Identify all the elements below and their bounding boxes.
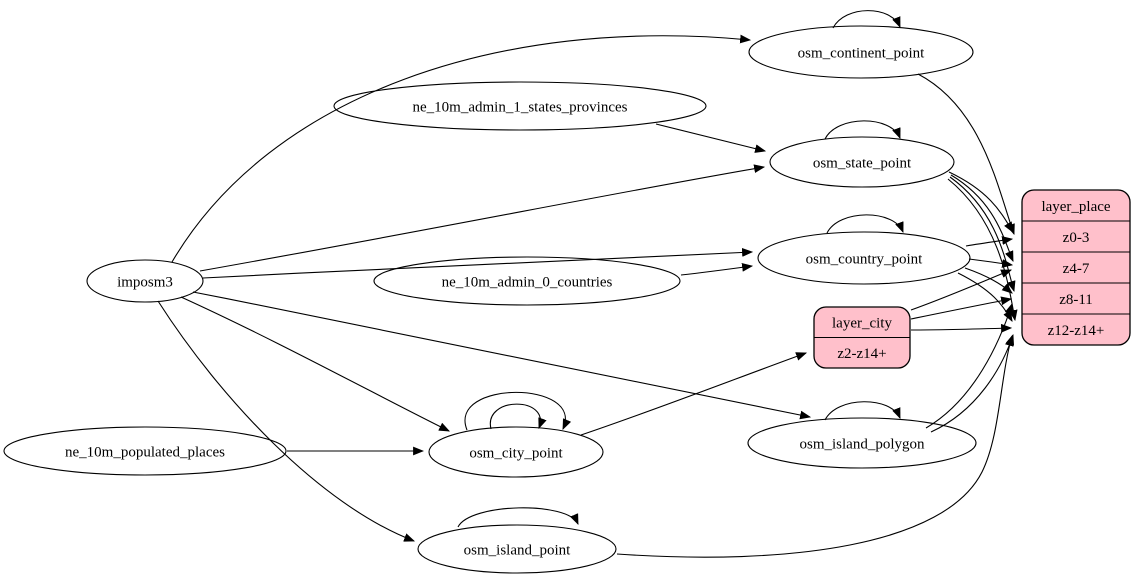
node-ne_10m_populated_places: ne_10m_populated_places (3, 426, 287, 476)
edge-self-loop-osm_continent_point (832, 10, 901, 29)
osm_country_point-label: osm_country_point (806, 251, 923, 267)
edge-imposm3-to-osm_continent_point (171, 34, 752, 263)
ne_10m_admin_0_countries-label: ne_10m_admin_0_countries (442, 274, 613, 290)
edge-ne_10m_admin_0_countries-to-osm_country_point (680, 262, 754, 276)
node-osm_city_point: osm_city_point (428, 426, 604, 478)
layer_place-record (1021, 189, 1131, 346)
ne_10m_admin_1_states_provinces-ellipse (333, 81, 707, 131)
osm_island_polygon-label: osm_island_polygon (799, 436, 925, 452)
node-osm_country_point: osm_country_point (757, 231, 971, 285)
node-layer_city: layer_city z2-z14+ (813, 306, 911, 369)
layer_place-row-z12-z14+: z12-z14+ (1048, 323, 1105, 339)
node-ne_10m_admin_0_countries: ne_10m_admin_0_countries (373, 256, 681, 306)
node-layer_place: layer_place z0-3 z4-7 z8-11 z12-z14+ (1021, 189, 1131, 346)
osm_city_point-label: osm_city_point (469, 445, 563, 461)
edge-osm_country_point-to-layer_place-z12-z14+ (957, 272, 1013, 322)
edge-osm_state_point-to-layer_place-z4-7 (950, 174, 1014, 263)
edge-self-loop-osm_country_point (826, 214, 904, 234)
node-imposm3: imposm3 (86, 259, 204, 303)
ne_10m_admin_0_countries-ellipse (373, 256, 681, 306)
osm_continent_point-ellipse (748, 25, 974, 79)
layer_place-row-z4-7: z4-7 (1063, 261, 1090, 277)
edge-osm_island_point-to-layer_place-z12-z14+ (616, 334, 1014, 558)
imposm3-label: imposm3 (117, 274, 173, 290)
edge-osm_island_polygon-to-layer_place-z12-z14+ (930, 333, 1015, 433)
node-ne_10m_admin_1_states_provinces: ne_10m_admin_1_states_provinces (333, 81, 707, 131)
layer_place-row-z0-3: z0-3 (1063, 230, 1090, 246)
osm_country_point-ellipse (757, 231, 971, 285)
edge-osm_state_point-to-layer_place-z8-11 (949, 176, 1016, 293)
layer_city-title: layer_city (832, 316, 892, 332)
edge-self-loop-osm_island_point (457, 507, 579, 528)
edge-self-loop-osm_state_point (824, 120, 901, 140)
edge-osm_country_point-to-layer_place-z4-7 (968, 258, 1014, 268)
edge-osm_continent_point-to-layer_place-z0-3 (917, 73, 1015, 236)
osm_island_polygon-ellipse (747, 417, 977, 469)
layer_place-row-z8-11: z8-11 (1059, 292, 1093, 308)
edge-osm_island_polygon-to-layer_place-z8-11 (925, 302, 1014, 429)
edges-layer (157, 10, 1018, 558)
osm_island_point-label: osm_island_point (464, 542, 572, 558)
edge-layer_city-to-layer_place-z4-7 (910, 269, 1013, 311)
edge-self-loop-osm_island_polygon (824, 401, 901, 421)
osm_continent_point-label: osm_continent_point (798, 45, 925, 61)
edge-self-loop-osm_city_point-inner (489, 403, 547, 430)
edge-imposm3-to-osm_island_point (157, 300, 416, 542)
osm_island_point-ellipse (417, 524, 617, 574)
edge-imposm3-to-osm_state_point (199, 164, 766, 272)
nodes-layer: imposm3 ne_10m_admin_1_states_provincesne… (3, 25, 1131, 574)
node-osm_island_point: osm_island_point (417, 524, 617, 574)
ne_10m_populated_places-label: ne_10m_populated_places (65, 444, 225, 460)
edge-imposm3-to-osm_country_point (202, 248, 754, 279)
node-osm_continent_point: osm_continent_point (748, 25, 974, 79)
edge-imposm3-to-osm_island_polygon (192, 291, 812, 420)
edge-osm_city_point-to-layer_city-z2-z14+ (580, 352, 808, 436)
edge-imposm3-to-osm_city_point (180, 296, 450, 432)
layer_place-title: layer_place (1041, 199, 1110, 215)
osm_state_point-label: osm_state_point (813, 155, 912, 171)
node-osm_island_polygon: osm_island_polygon (747, 417, 977, 469)
osm_city_point-ellipse (428, 426, 604, 478)
osm_state_point-ellipse (769, 136, 955, 188)
edge-layer_city-to-layer_place-z12-z14+ (910, 323, 1013, 333)
layer_city-row-z2-z14+: z2-z14+ (837, 346, 886, 362)
edge-self-loop-osm_city_point-outer (464, 391, 572, 431)
edge-osm_state_point-to-layer_place-z0-3 (948, 171, 1014, 233)
edge-ne_10m_admin_1_states_provinces-to-osm_state_point (655, 123, 767, 153)
edge-osm_country_point-to-layer_place-z8-11 (964, 267, 1013, 294)
ne_10m_populated_places-ellipse (3, 426, 287, 476)
ne_10m_admin_1_states_provinces-label: ne_10m_admin_1_states_provinces (413, 99, 628, 115)
edge-osm_country_point-to-layer_place-z0-3 (965, 236, 1014, 247)
edge-layer_city-to-layer_place-z8-11 (910, 296, 1013, 320)
imposm3-ellipse (86, 259, 204, 303)
node-osm_state_point: osm_state_point (769, 136, 955, 188)
